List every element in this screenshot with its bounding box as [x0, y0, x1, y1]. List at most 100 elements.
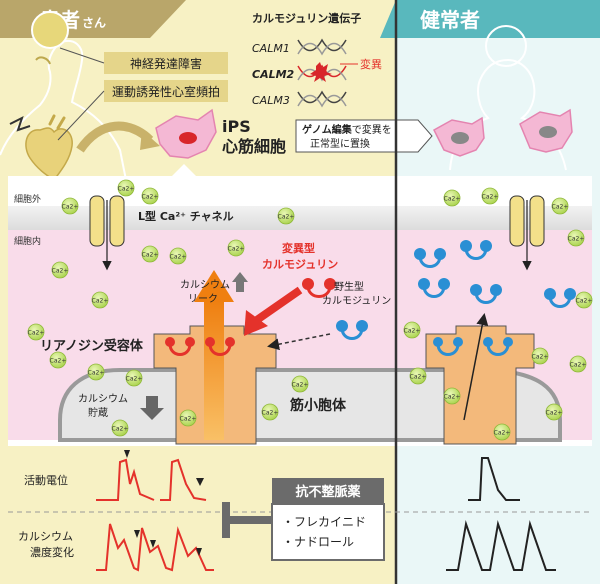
- calcium-ion: Ca2+: [125, 369, 143, 387]
- svg-text:Ca2+: Ca2+: [126, 376, 143, 383]
- calcium-ion: Ca2+: [545, 403, 563, 421]
- ead-marker: [196, 548, 202, 556]
- svg-text:Ca2+: Ca2+: [278, 214, 295, 221]
- svg-text:Ca2+: Ca2+: [142, 252, 159, 259]
- mutant-cam-lobe: [205, 337, 215, 347]
- symptom-box-1: [104, 52, 228, 74]
- wildtype-cam-dashed-arrow: [267, 333, 331, 351]
- ryanodine-label: リアノジン受容体: [40, 338, 144, 354]
- svg-text:Ca2+: Ca2+: [118, 186, 135, 193]
- mutant-cam-lobe: [225, 337, 235, 347]
- wildtype-calmodulin-bound: [433, 337, 513, 356]
- dna-helix-1: [297, 38, 347, 56]
- cell-membrane: [8, 206, 592, 230]
- lightning-icon: [9, 116, 31, 132]
- leak-up-icon: [232, 272, 248, 292]
- calcium-ion: Ca2+: [27, 323, 45, 341]
- calcium-ion: Ca2+: [49, 351, 67, 369]
- calcium-ion: Ca2+: [403, 321, 421, 339]
- curve-arrow-head: [140, 130, 160, 150]
- gene-title: カルモジュリン遺伝子: [252, 11, 361, 25]
- svg-text:Ca2+: Ca2+: [568, 236, 585, 243]
- healthy-header-tab: [380, 0, 600, 38]
- svg-text:Ca2+: Ca2+: [482, 194, 499, 201]
- calcium-ion: Ca2+: [493, 423, 511, 441]
- storage-label-1: カルシウム: [78, 393, 128, 405]
- brain-icon: [31, 11, 69, 49]
- svg-text:Ca2+: Ca2+: [62, 204, 79, 211]
- drug-list-box: [271, 503, 385, 561]
- healthy-ca-trace: [446, 520, 556, 571]
- calcium-ion: Ca2+: [169, 247, 187, 265]
- channel-label: L型 Ca²⁺ チャネル: [138, 209, 234, 223]
- ips-nucleus-normal-2: [539, 126, 557, 138]
- calcium-ion: Ca2+: [481, 187, 499, 205]
- svg-text:Ca2+: Ca2+: [142, 194, 159, 201]
- calcium-ion: Ca2+: [87, 363, 105, 381]
- gene-calm2: CALM2: [252, 68, 295, 81]
- svg-text:Ca2+: Ca2+: [410, 374, 427, 381]
- svg-text:Ca2+: Ca2+: [494, 430, 511, 437]
- sr-label: 筋小胞体: [290, 397, 347, 414]
- storage-label-2: 貯蔵: [88, 406, 108, 419]
- gene-list: CALM1 CALM2 CALM3: [252, 42, 295, 107]
- wildtype-calmodulin-free: [336, 320, 368, 340]
- ryanodine-receptor-healthy: [425, 325, 535, 445]
- calcium-ion: Ca2+: [111, 419, 129, 437]
- svg-text:Ca2+: Ca2+: [170, 254, 187, 261]
- svg-text:Ca2+: Ca2+: [546, 410, 563, 417]
- gene-calm1: CALM1: [252, 42, 290, 55]
- symptom-label-2: 運動誘発性心室頻拍: [112, 84, 220, 99]
- ca-trace-label-1: カルシウム: [18, 530, 73, 543]
- healthy-release-arrow: [463, 313, 489, 421]
- genome-edit-line2: 正常型に置換: [310, 137, 370, 150]
- dna-helix-3: [297, 90, 347, 108]
- svg-text:Ca2+: Ca2+: [88, 370, 105, 377]
- calcium-leak-arrow: [194, 270, 234, 440]
- genome-edit-arrow: [295, 119, 433, 153]
- l-type-channel-healthy: [509, 195, 545, 271]
- ead-marker: [150, 540, 156, 548]
- svg-text:Ca2+: Ca2+: [576, 298, 593, 305]
- drug-title-box: [272, 478, 384, 504]
- calcium-ion: Ca2+: [277, 207, 295, 225]
- ead-marker: [134, 530, 140, 538]
- calcium-ion: Ca2+: [141, 187, 159, 205]
- calcium-ion: Ca2+: [569, 355, 587, 373]
- svg-text:Ca2+: Ca2+: [292, 382, 309, 389]
- svg-text:Ca2+: Ca2+: [570, 362, 587, 369]
- mutant-cam-arrow-head: [244, 310, 268, 336]
- wildtype-cam-label-1: 野生型: [334, 280, 364, 293]
- ca-trace-label-2: 濃度変化: [30, 545, 74, 559]
- mutation-label: 変異: [360, 57, 382, 71]
- calcium-ion: Ca2+: [443, 387, 461, 405]
- svg-text:Ca2+: Ca2+: [50, 358, 67, 365]
- svg-text:Ca2+: Ca2+: [28, 330, 45, 337]
- mutant-cam-arrow-shaft: [251, 286, 303, 326]
- calcium-ion: Ca2+: [567, 229, 585, 247]
- gene-calm3: CALM3: [252, 94, 290, 107]
- leak-label-1: カルシウム: [180, 279, 230, 291]
- mutant-cam-lobe: [165, 337, 175, 347]
- patient-ap-trace-1: [96, 458, 155, 501]
- calcium-ion-layer: Ca2+ Ca2+ Ca2+ Ca2+ Ca2+ Ca2+ Ca2+ Ca2+ Ca2+ Ca2+…: [27, 179, 593, 441]
- svg-text:Ca2+: Ca2+: [262, 410, 279, 417]
- ead-marker: [196, 478, 204, 486]
- svg-text:Ca2+: Ca2+: [444, 394, 461, 401]
- brain-link-icon: [35, 56, 51, 65]
- ead-marker: [124, 450, 130, 458]
- patient-ca-trace: [96, 523, 214, 572]
- calcium-ion: Ca2+: [443, 189, 461, 207]
- heart-icon: [25, 114, 73, 182]
- healthy-ap-trace: [468, 457, 520, 501]
- dna-helix-2: [297, 64, 347, 82]
- calcium-ion: Ca2+: [91, 291, 109, 309]
- drug-item-2: ・ナドロール: [282, 535, 354, 549]
- ips-nucleus-normal-1: [451, 132, 469, 144]
- svg-text:Ca2+: Ca2+: [92, 298, 109, 305]
- svg-text:Ca2+: Ca2+: [180, 416, 197, 423]
- storage-arrow-icon: [140, 396, 164, 420]
- wildtype-cam-label-2: カルモジュリン: [322, 295, 391, 307]
- mutant-cam-lobe: [185, 337, 195, 347]
- svg-text:Ca2+: Ca2+: [552, 204, 569, 211]
